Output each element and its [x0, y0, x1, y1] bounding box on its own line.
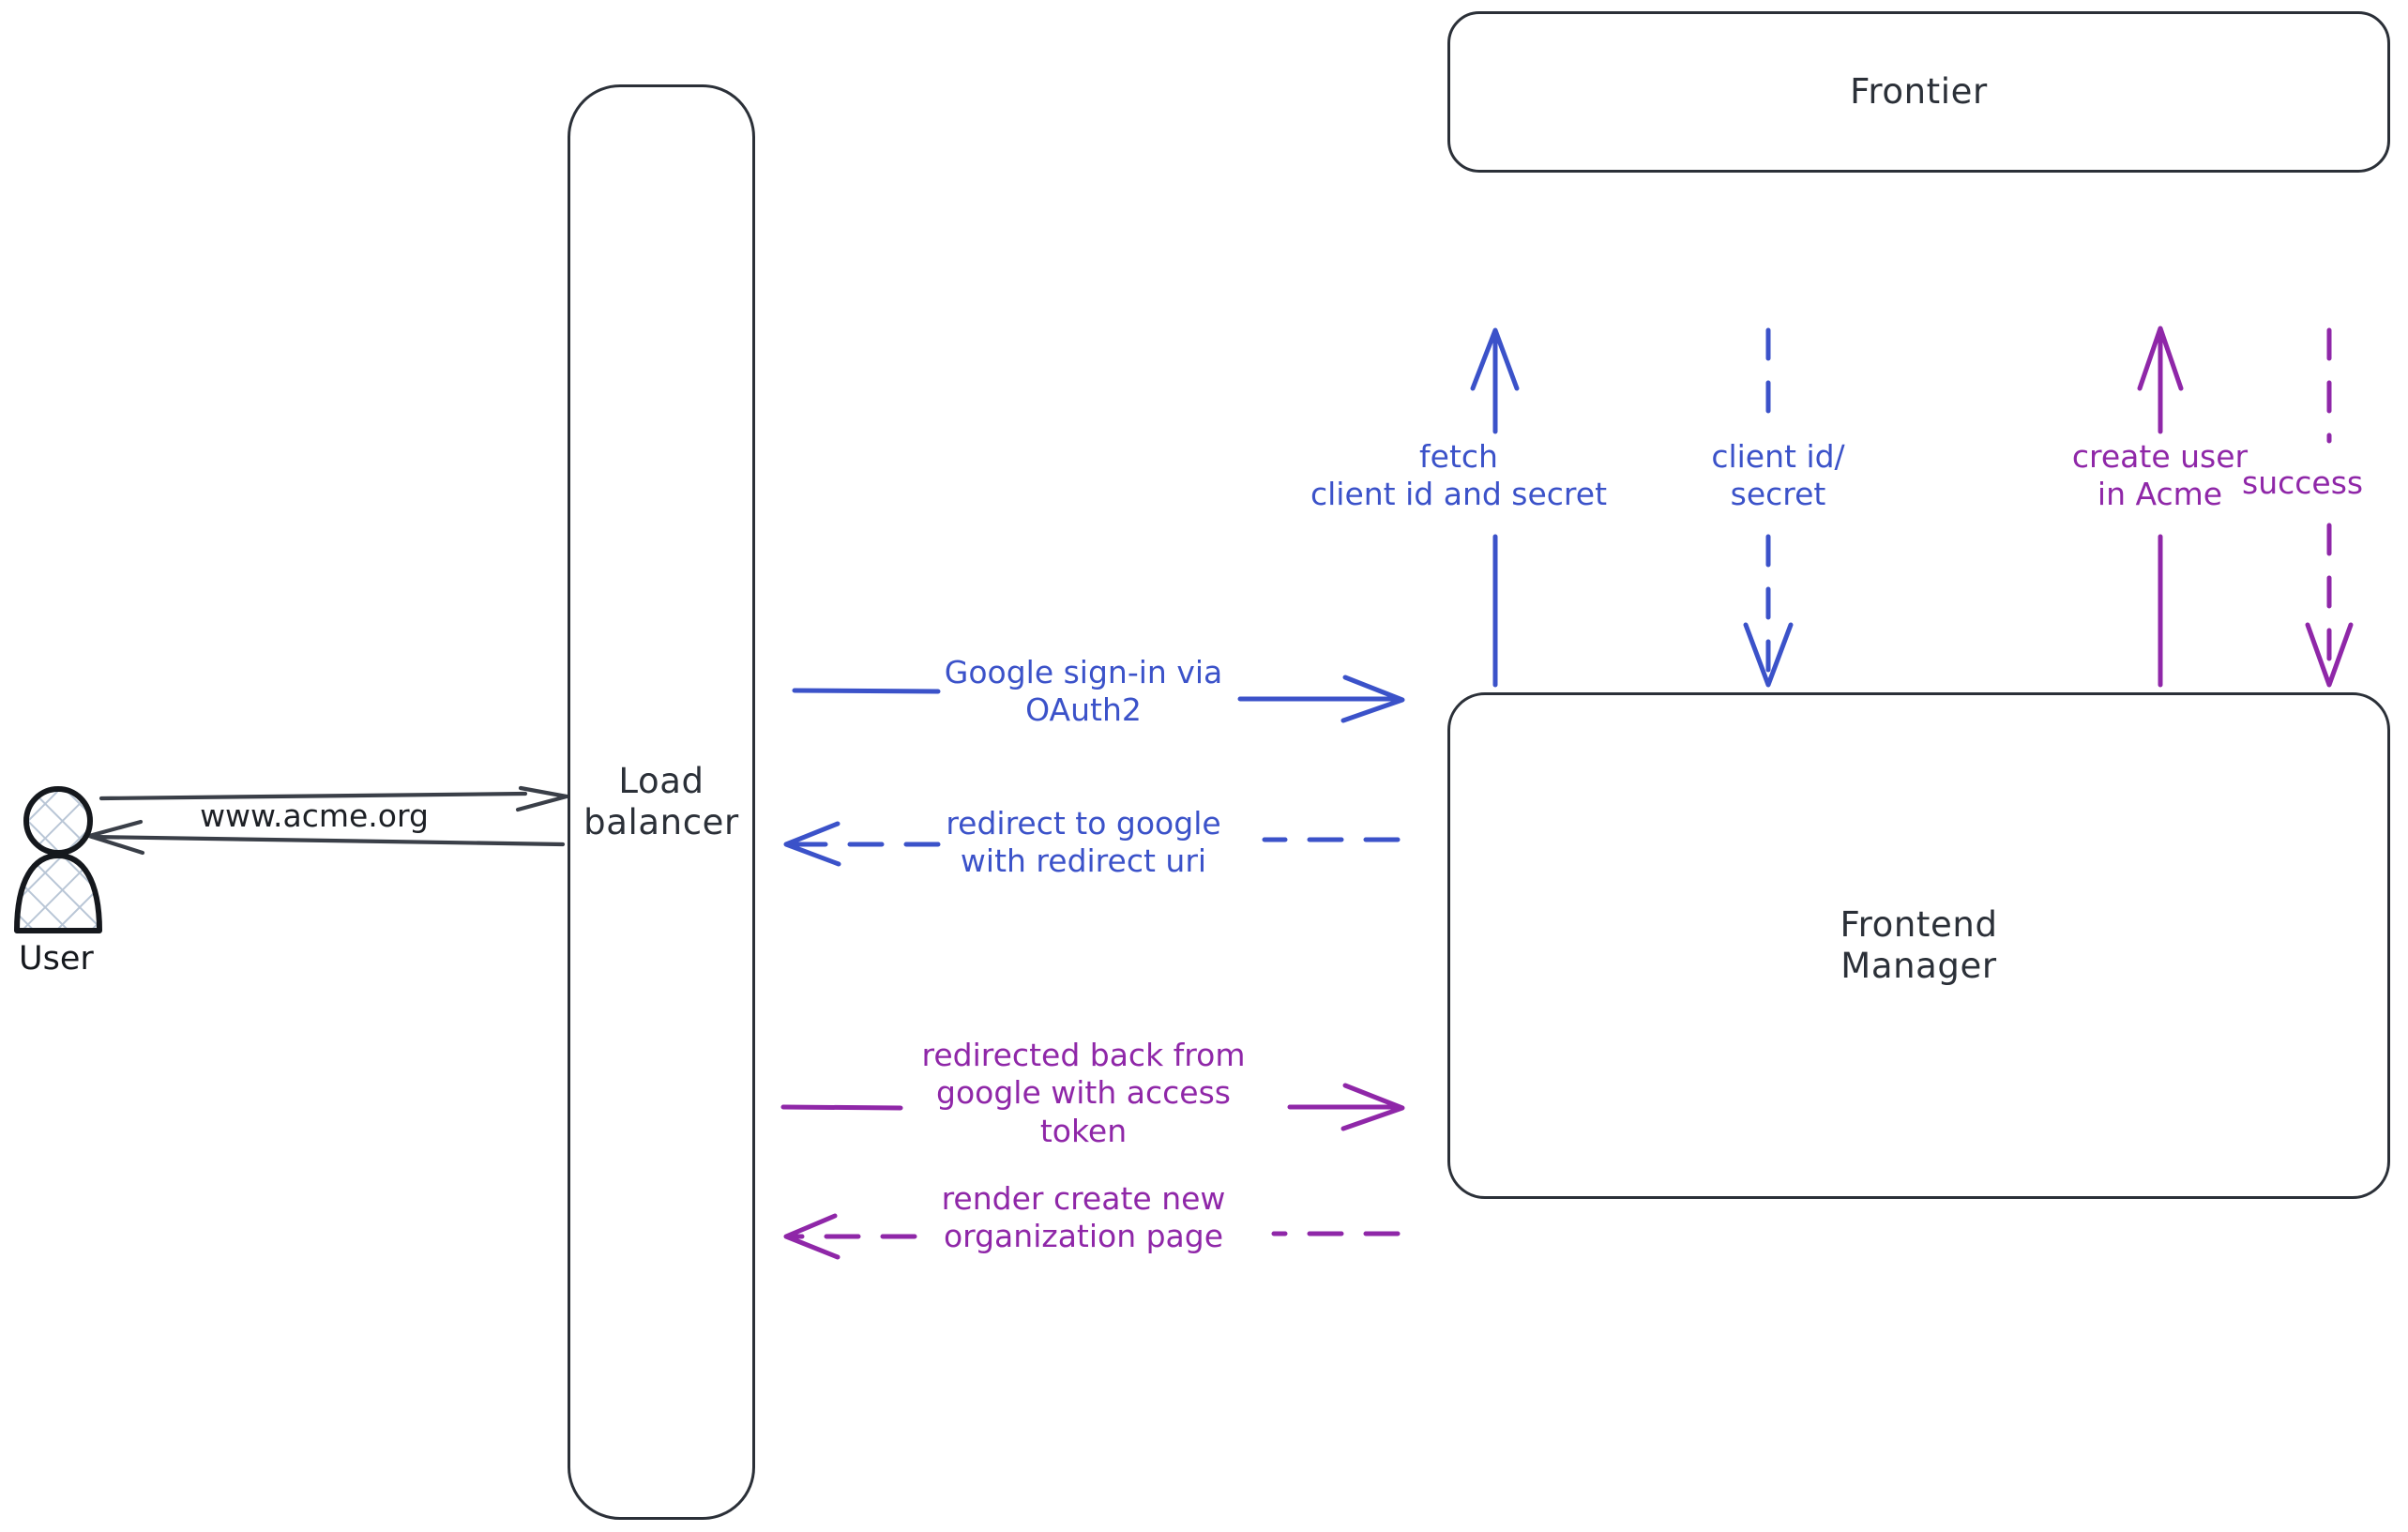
edge-fm-to-frontier-create [2137, 326, 2184, 688]
edge-lb-to-fm-token [780, 1083, 1405, 1131]
actor-user[interactable]: User [9, 769, 131, 985]
edge-fm-to-lb-redirect [783, 821, 1401, 867]
node-frontier-label: Frontier [1850, 71, 1988, 113]
edge-user-to-lb [98, 785, 569, 812]
edge-fm-to-frontier-fetch [1470, 327, 1520, 688]
node-frontier[interactable]: Frontier [1447, 11, 2390, 173]
node-load-balancer[interactable]: Load balancer [568, 84, 755, 1520]
edge-frontier-to-fm-secret [1743, 327, 1794, 688]
node-frontend-manager[interactable]: Frontend Manager [1447, 692, 2390, 1199]
node-frontend-manager-label: Frontend Manager [1840, 904, 1998, 986]
edge-lb-to-user [86, 819, 566, 856]
edge-frontier-to-fm-success [2305, 327, 2354, 688]
person-icon [14, 786, 102, 933]
actor-user-label: User [19, 940, 94, 978]
edge-lb-to-fm-signin [792, 675, 1405, 723]
node-load-balancer-label: Load balancer [583, 761, 739, 842]
edge-fm-to-lb-render [783, 1213, 1401, 1260]
